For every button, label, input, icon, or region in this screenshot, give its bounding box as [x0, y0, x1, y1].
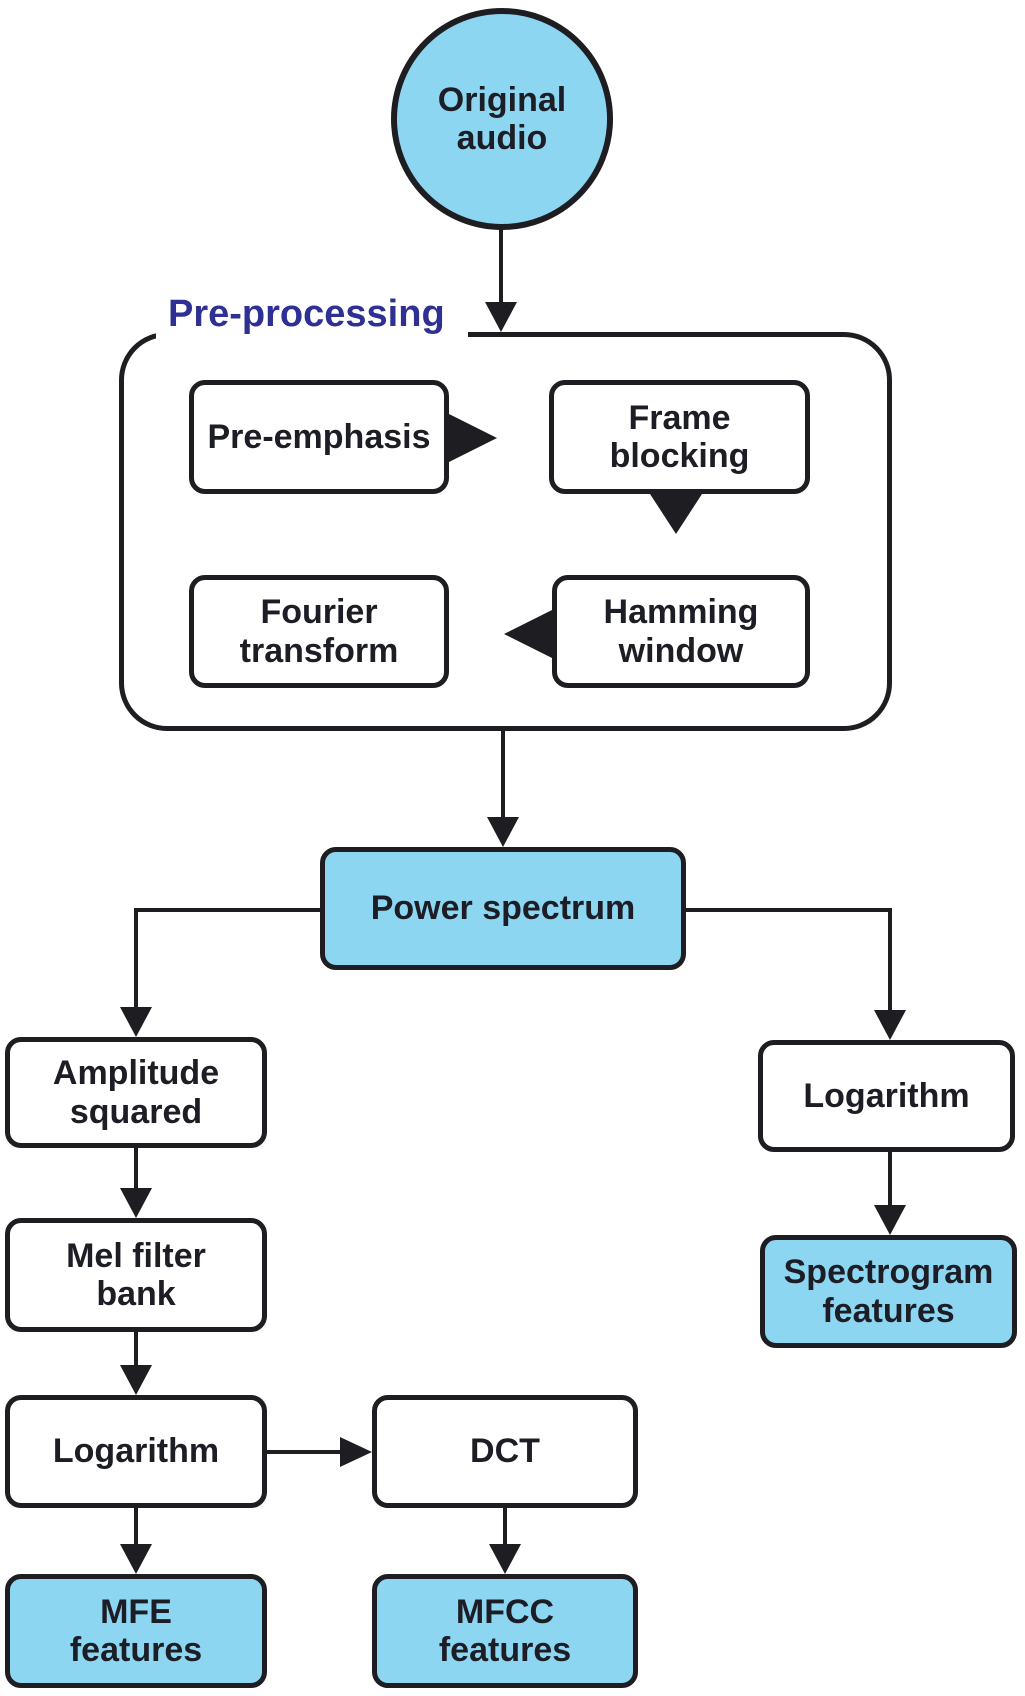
- connector-logarithm-to-dct: [267, 1450, 340, 1454]
- arrowhead-down-icon: [489, 1544, 521, 1574]
- node-label: MFE features: [69, 1592, 203, 1669]
- connector-power-left-horizontal: [134, 908, 322, 912]
- node-mfcc-features: MFCC features: [372, 1574, 638, 1688]
- arrowhead-down-icon: [485, 302, 517, 332]
- node-amplitude-squared: Amplitude squared: [5, 1037, 267, 1148]
- node-hamming-window: Hamming window: [552, 575, 810, 688]
- preprocessing-group-box: [119, 332, 892, 731]
- arrowhead-down-icon: [120, 1544, 152, 1574]
- node-label: MFCC features: [438, 1592, 572, 1669]
- node-label: Logarithm: [803, 1076, 970, 1115]
- preprocessing-group-label: Pre-processing: [168, 288, 468, 340]
- node-power-spectrum: Power spectrum: [320, 847, 686, 970]
- connector-power-right-horizontal: [684, 908, 892, 912]
- connector-dct-to-mfcc: [503, 1508, 507, 1544]
- connector-mel-to-logarithm: [134, 1332, 138, 1365]
- connector-logarithm-to-spectrogram: [888, 1152, 892, 1205]
- node-original-audio: Original audio: [391, 8, 613, 230]
- arrowhead-down-icon: [874, 1010, 906, 1040]
- arrowhead-down-icon: [120, 1007, 152, 1037]
- triangle-arrow-right-icon: [449, 414, 497, 462]
- node-label: Hamming window: [603, 593, 759, 670]
- node-frame-blocking: Frame blocking: [549, 380, 810, 494]
- node-mel-filter-bank: Mel filter bank: [5, 1218, 267, 1332]
- connector-amplitude-to-mel: [134, 1148, 138, 1188]
- arrowhead-down-icon: [874, 1205, 906, 1235]
- node-label: Power spectrum: [370, 889, 636, 928]
- node-label: Spectrogram features: [783, 1253, 994, 1330]
- node-pre-emphasis: Pre-emphasis: [189, 380, 449, 494]
- arrowhead-down-icon: [120, 1188, 152, 1218]
- arrowhead-down-icon: [120, 1365, 152, 1395]
- node-spectrogram-features: Spectrogram features: [760, 1235, 1017, 1348]
- arrowhead-right-icon: [340, 1437, 372, 1467]
- node-dct: DCT: [372, 1395, 638, 1508]
- connector-preprocessing-to-power: [501, 731, 505, 817]
- node-label: Original audio: [437, 80, 567, 157]
- triangle-arrow-down-icon: [650, 494, 702, 534]
- node-label: Fourier transform: [239, 593, 399, 670]
- node-logarithm-right: Logarithm: [758, 1040, 1015, 1152]
- node-label: Mel filter bank: [66, 1236, 206, 1313]
- node-mfe-features: MFE features: [5, 1574, 267, 1688]
- node-label: DCT: [470, 1432, 540, 1471]
- node-label: Pre-emphasis: [207, 417, 431, 456]
- connector-power-left-vertical: [134, 908, 138, 1007]
- triangle-arrow-left-icon: [504, 610, 552, 658]
- connector-logarithm-to-mfe: [134, 1508, 138, 1544]
- node-label: Frame blocking: [609, 398, 750, 475]
- node-label: Amplitude squared: [52, 1054, 220, 1131]
- connector-circle-to-preprocessing: [499, 228, 503, 302]
- connector-power-right-vertical: [888, 908, 892, 1010]
- node-logarithm-left: Logarithm: [5, 1395, 267, 1508]
- node-label: Logarithm: [52, 1432, 220, 1471]
- node-fourier-transform: Fourier transform: [189, 575, 449, 688]
- arrowhead-down-icon: [487, 817, 519, 847]
